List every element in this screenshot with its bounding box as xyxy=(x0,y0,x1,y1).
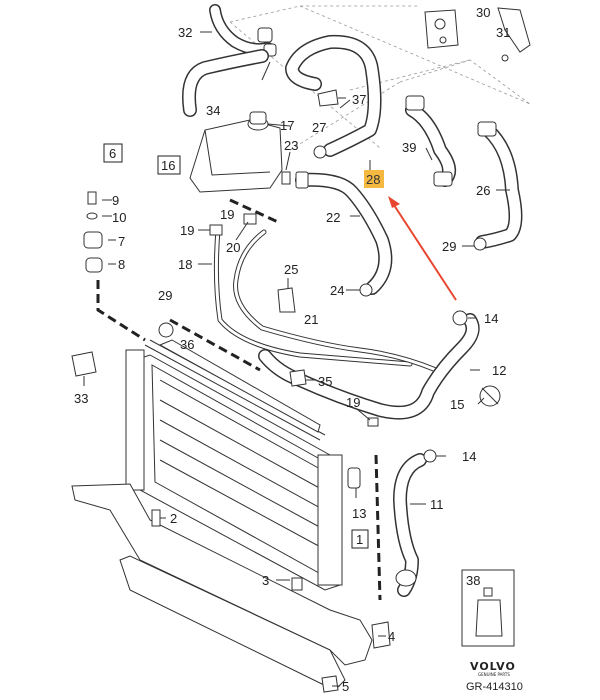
hose-34 xyxy=(182,49,269,117)
clamp-24 xyxy=(359,283,373,297)
leader-lines xyxy=(83,31,510,687)
pipe-20 xyxy=(233,229,439,373)
strip-36 xyxy=(158,339,321,433)
label-20: 20 xyxy=(226,240,240,255)
label-24: 24 xyxy=(330,283,344,298)
bushing-8 xyxy=(85,257,103,273)
part-labels: 30 31 32 34 37 17 27 23 39 26 9 10 7 8 1… xyxy=(74,5,510,694)
radiator-fins xyxy=(159,379,327,551)
hose-32 xyxy=(209,4,277,57)
expansion-tank xyxy=(189,111,283,193)
bracket-25 xyxy=(277,287,296,313)
label-30: 30 xyxy=(476,5,490,20)
lower-frame xyxy=(71,483,391,693)
hose-26 xyxy=(475,121,523,249)
label-39: 39 xyxy=(402,140,416,155)
label-21: 21 xyxy=(304,312,318,327)
clamp-29b xyxy=(473,237,487,251)
brand-name: VOLVO xyxy=(470,660,516,673)
label-6: 6 xyxy=(109,146,116,161)
washer-10 xyxy=(86,212,98,220)
connector-19a xyxy=(209,224,223,236)
label-14b: 14 xyxy=(462,449,476,464)
label-19a: 19 xyxy=(220,207,234,222)
highlight-28: 28 xyxy=(364,170,384,188)
hose-39 xyxy=(405,95,456,187)
label-13: 13 xyxy=(352,506,366,521)
label-16: 16 xyxy=(161,158,175,173)
clamp-14a xyxy=(452,310,468,326)
reference-number: GR-414310 xyxy=(466,681,523,693)
mount-plate xyxy=(424,9,459,49)
hose-11 xyxy=(393,453,427,597)
brand-block: VOLVO GENUINE PARTS GR-414310 xyxy=(466,660,523,693)
clamp-14b xyxy=(423,449,437,463)
label-25: 25 xyxy=(284,262,298,277)
clip-37 xyxy=(317,89,339,107)
label-38: 38 xyxy=(466,573,480,588)
hose-28 xyxy=(285,34,382,157)
label-34: 34 xyxy=(206,103,220,118)
pipe-18 xyxy=(213,227,413,367)
hose-22 xyxy=(295,171,393,295)
bracket-33 xyxy=(71,351,97,377)
clamp-27 xyxy=(313,145,327,159)
bracket-30 xyxy=(497,7,531,62)
brand-sub: GENUINE PARTS xyxy=(478,672,510,677)
label-7: 7 xyxy=(118,234,125,249)
label-29a: 29 xyxy=(442,239,456,254)
label-9: 9 xyxy=(112,193,119,208)
boxed-labels: 6 16 1 xyxy=(103,143,369,549)
label-18: 18 xyxy=(178,257,192,272)
label-8: 8 xyxy=(118,257,125,272)
label-31: 31 xyxy=(496,25,510,40)
connector-19b xyxy=(243,213,257,225)
radiator xyxy=(125,339,343,591)
label-11: 11 xyxy=(430,497,444,512)
housing-15 xyxy=(479,385,501,407)
label-35: 35 xyxy=(318,374,332,389)
bushing-7 xyxy=(83,231,103,249)
label-19c: 19 xyxy=(346,395,360,410)
label-23: 23 xyxy=(284,138,298,153)
label-28: 28 xyxy=(366,172,380,187)
bolt-9 xyxy=(87,191,97,205)
coolant-bottle-panel xyxy=(461,569,515,647)
label-4: 4 xyxy=(388,629,395,644)
label-22: 22 xyxy=(326,210,340,225)
dashed-leaders xyxy=(96,198,382,601)
label-15: 15 xyxy=(450,397,464,412)
label-17: 17 xyxy=(280,118,294,133)
label-33: 33 xyxy=(74,391,88,406)
label-12: 12 xyxy=(492,363,506,378)
label-27: 27 xyxy=(312,120,326,135)
label-2: 2 xyxy=(170,511,177,526)
label-26: 26 xyxy=(476,183,490,198)
clamp-29a xyxy=(158,322,174,338)
label-5: 5 xyxy=(342,679,349,694)
red-arrow xyxy=(388,196,457,301)
clip-19c xyxy=(367,417,379,427)
label-10: 10 xyxy=(112,210,126,225)
label-32: 32 xyxy=(178,25,192,40)
hose-12 xyxy=(258,313,480,420)
label-36: 36 xyxy=(180,337,194,352)
label-3: 3 xyxy=(262,573,269,588)
label-29b: 29 xyxy=(158,288,172,303)
bracket-35 xyxy=(289,369,307,387)
pipe-13 xyxy=(347,467,361,489)
label-14a: 14 xyxy=(484,311,498,326)
label-1: 1 xyxy=(356,532,363,547)
label-37: 37 xyxy=(352,92,366,107)
label-19b: 19 xyxy=(180,223,194,238)
clamp-23 xyxy=(281,171,291,185)
